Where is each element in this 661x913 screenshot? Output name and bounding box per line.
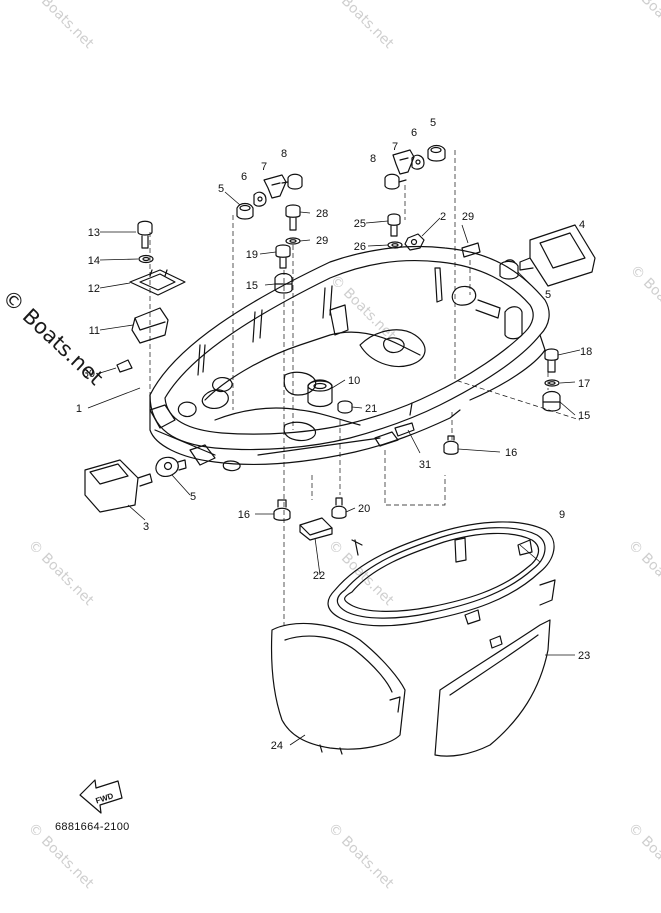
callout-9: 9 [559,509,565,521]
callout-5-lower-left: 5 [190,491,196,503]
part-3-bracket [84,459,153,513]
callout-14: 14 [88,255,100,267]
part-6-clamp-top-right [411,154,425,170]
callout-22: 22 [313,570,325,582]
part-5-bushing-right [499,259,519,280]
part-code: 6881664-2100 [55,821,130,833]
bottom-cowling [149,245,550,472]
callout-15-right: 15 [578,410,590,422]
callout-1: 1 [76,403,82,415]
part-20-screw [331,497,347,519]
part-28-washer [285,237,301,245]
callout-labels: 13 14 12 11 30 1 3 5 5 6 7 8 28 29 19 15… [76,117,592,806]
part-10-grommet [307,379,333,408]
callout-30: 30 [83,368,95,380]
callout-4: 4 [579,219,585,231]
callout-23: 23 [578,650,590,662]
callout-7-top-right: 7 [392,141,398,153]
callout-24: 24 [271,740,283,752]
callout-16-left: 16 [238,509,250,521]
callout-27: 28 [316,208,328,220]
part-16-plug-left [273,499,291,521]
part-27-bolt [285,204,301,231]
callout-5-top-left: 5 [218,183,224,195]
part-21-plug [337,400,353,414]
part-5-grommet-top-right [427,144,446,162]
part-29-label [461,242,481,258]
callout-17: 17 [578,378,590,390]
part-6-clamp-top-left [253,191,267,207]
callout-18: 18 [580,346,592,358]
part-11-damper [131,307,169,344]
callout-31: 31 [419,459,431,471]
callout-6-top-right: 6 [411,127,417,139]
part-7-bracket-top-left [263,174,287,199]
callout-12: 12 [88,283,100,295]
callout-21: 21 [365,403,377,415]
callout-19: 19 [246,249,258,261]
callout-16-right: 16 [505,447,517,459]
callout-26: 26 [354,241,366,253]
callout-29: 29 [462,211,474,223]
dashed-guides [149,150,581,625]
part-25-bolt [387,213,401,237]
part-16-plug-right [443,435,459,455]
part-18-bolt [544,348,559,373]
callout-8-top-left: 8 [281,148,287,160]
part-5-grommet-top-left [236,202,254,220]
part-19-bolt [275,244,291,269]
callout-13: 13 [88,227,100,239]
callout-20: 20 [358,503,370,515]
part-14-washer [138,254,154,264]
fwd-arrow-icon [79,779,123,814]
part-13-bolt [137,220,153,249]
part-5-bushing-left [155,456,187,477]
part-23-right-cover [434,609,551,757]
callout-25: 25 [354,218,366,230]
part-30-clip [116,359,133,373]
part-4-bracket [519,224,596,287]
callout-2: 2 [440,211,446,223]
callout-8-top-right: 8 [370,153,376,165]
leader-lines [87,191,581,746]
part-7-bracket-top-right [392,149,415,175]
callout-11: 11 [89,325,100,337]
part-15-grommet-left [274,272,293,294]
callout-15-left: 15 [246,280,258,292]
part-17-washer [544,379,560,387]
callout-28: 29 [316,235,328,247]
part-15-grommet-right [542,390,561,412]
part-2-nut [404,233,425,251]
part-24-left-cover [271,622,406,755]
callout-10: 10 [348,375,360,387]
callout-6-top-left: 6 [241,171,247,183]
part-8-screw-top-left [281,173,303,190]
callout-5-top-right: 5 [430,117,436,129]
callout-3: 3 [143,521,149,533]
part-8-screw-top-right [384,173,407,190]
part-22-pad [299,517,333,541]
callout-7-top-left: 7 [261,161,267,173]
callout-5-right: 5 [545,289,551,301]
part-9-seal [327,521,556,627]
part-12-plate [129,269,186,296]
